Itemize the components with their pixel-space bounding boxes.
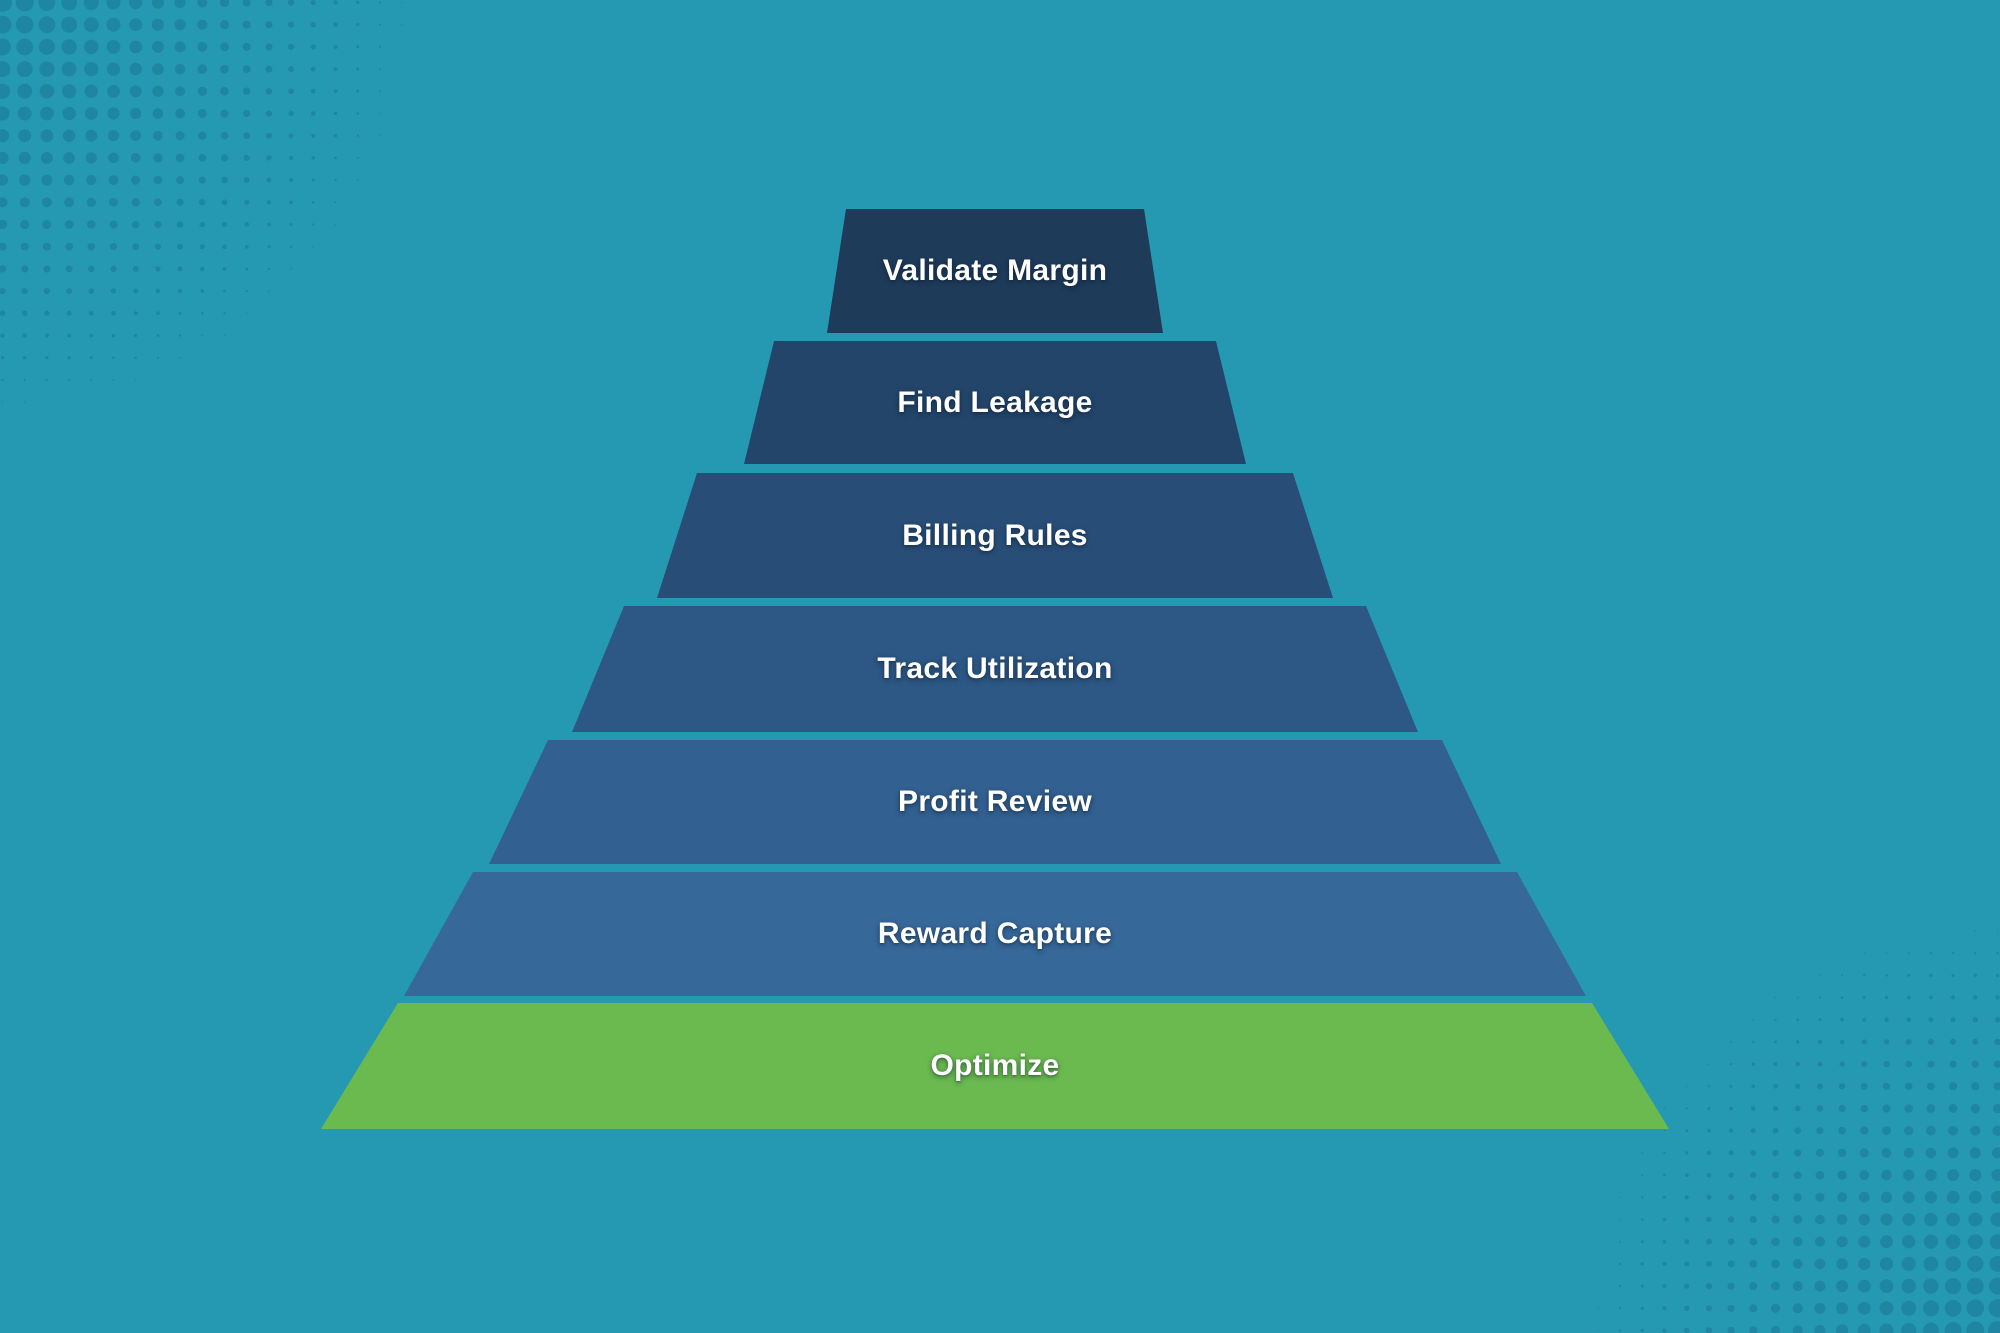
pyramid-layer-label: Billing Rules [902, 519, 1088, 553]
pyramid-layer-track-utilization: Track Utilization [572, 606, 1418, 732]
pyramid-layer-label: Validate Margin [882, 254, 1108, 287]
pyramid-layer-label: Find Leakage [897, 386, 1093, 420]
pyramid-layer-optimize: Optimize [321, 1003, 1669, 1129]
halftone-dots-top-left [0, 0, 403, 403]
pyramid-layer-label: Reward Capture [877, 917, 1113, 950]
pyramid-layer-label: Optimize [930, 1049, 1060, 1082]
pyramid-layer-profit-review: Profit Review [489, 740, 1501, 864]
pyramid-layer-billing-rules: Billing Rules [657, 473, 1333, 598]
pyramid-layer-reward-capture: Reward Capture [404, 872, 1586, 996]
pyramid-layer-label: Track Utilization [877, 652, 1113, 685]
pyramid-layer-label: Profit Review [898, 785, 1092, 818]
pyramid-layer-find-leakage: Find Leakage [744, 341, 1246, 464]
pyramid-layer-validate-margin: Validate Margin [827, 209, 1163, 333]
